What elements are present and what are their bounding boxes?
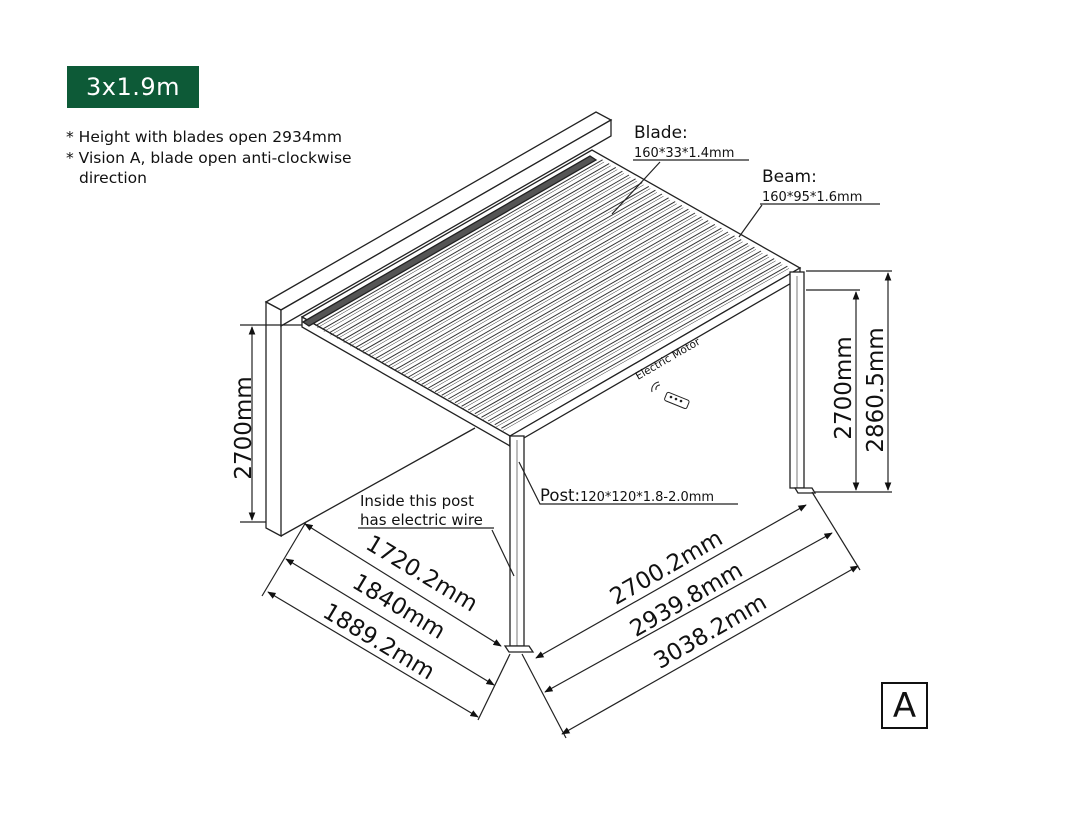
blade-edge	[350, 180, 638, 347]
blade-edge	[323, 165, 611, 332]
blade-edge	[496, 264, 783, 428]
blade-line	[388, 201, 676, 367]
blade-edge	[376, 195, 664, 362]
blade-edge	[423, 222, 710, 387]
blade-line	[368, 189, 656, 356]
notes: * Height with blades open 2934mm * Visio…	[66, 127, 352, 189]
blade-line	[335, 170, 623, 338]
width-dimensions	[521, 491, 861, 739]
post-label: Post:120*120*1.8-2.0mm	[540, 486, 714, 505]
wire-note-line1: Inside this post	[360, 492, 474, 510]
blade-edge	[449, 237, 737, 402]
blade-line	[414, 216, 702, 382]
blade-title: Blade:	[634, 123, 688, 143]
blade-line	[501, 265, 788, 429]
blade-edge	[469, 249, 757, 413]
blade-edge	[476, 252, 763, 417]
blade-line	[428, 223, 716, 389]
wire-note-line2: has electric wire	[360, 511, 483, 529]
blade-edge	[317, 161, 605, 329]
size-badge: 3x1.9m	[67, 66, 199, 108]
blade-edge	[489, 260, 776, 424]
blade-edge	[482, 256, 770, 420]
blade-line	[361, 185, 650, 352]
blade-edge	[389, 203, 677, 369]
blade-line	[467, 246, 755, 411]
height-dimension-left	[240, 324, 302, 523]
beam-spec: 160*95*1.6mm	[762, 190, 862, 205]
blade-line	[328, 166, 617, 334]
blade-edge	[443, 233, 730, 398]
blade-line	[401, 208, 689, 374]
note-vision: * Vision A, blade open anti-clockwise	[66, 148, 352, 167]
blade-edge	[403, 211, 691, 376]
depth-dimensions	[261, 521, 511, 721]
blade-line	[394, 204, 683, 371]
blade-spec: 160*33*1.4mm	[634, 146, 734, 161]
blade-line	[434, 227, 722, 393]
blade-edge	[356, 184, 644, 351]
blade-line	[474, 250, 762, 415]
blade-edge	[370, 192, 658, 358]
blade-edge	[436, 230, 724, 395]
blade-line	[441, 231, 729, 396]
height-left-label: 2700mm	[231, 376, 257, 479]
blade-line	[494, 261, 782, 426]
blade-edge	[343, 176, 631, 343]
blade-edge	[336, 173, 625, 340]
louvre-blades	[315, 159, 790, 431]
blade-line	[448, 235, 735, 400]
post-title: Post:	[540, 486, 580, 505]
blade-edge	[363, 188, 651, 354]
note-vision-cont: direction	[79, 169, 147, 187]
posts	[503, 271, 817, 653]
blade-edge	[330, 169, 618, 336]
height-dimensions-right	[806, 270, 892, 493]
blade-line	[315, 159, 603, 327]
blade-line	[375, 193, 663, 360]
beam-title: Beam:	[762, 167, 817, 187]
blade-edge	[409, 214, 697, 380]
height-right-inner-label: 2700mm	[831, 336, 857, 439]
note-height: * Height with blades open 2934mm	[66, 128, 342, 146]
blade-edge	[462, 245, 750, 409]
blade-edge	[502, 268, 790, 431]
blade-line	[481, 254, 768, 418]
post-spec: 120*120*1.8-2.0mm	[580, 490, 714, 505]
blade-line	[381, 197, 669, 363]
blade-line	[487, 258, 775, 422]
height-right-outer-label: 2860.5mm	[863, 327, 889, 452]
blade-edge	[383, 199, 671, 365]
blade-line	[461, 242, 749, 407]
blade-edge	[396, 207, 684, 373]
blade-line	[348, 178, 636, 345]
blade-edge	[416, 218, 704, 384]
blade-line	[341, 174, 630, 341]
blade-line	[355, 182, 643, 349]
blade-line	[322, 163, 610, 330]
blade-line	[454, 239, 742, 404]
remote-control-icon	[651, 381, 690, 410]
view-letter-box: A	[881, 682, 928, 729]
roof-frame	[300, 149, 802, 448]
blade-line	[421, 220, 709, 385]
blade-edge	[456, 241, 743, 406]
wall	[264, 111, 613, 538]
blade-line	[408, 212, 696, 378]
blade-edge	[429, 226, 717, 391]
